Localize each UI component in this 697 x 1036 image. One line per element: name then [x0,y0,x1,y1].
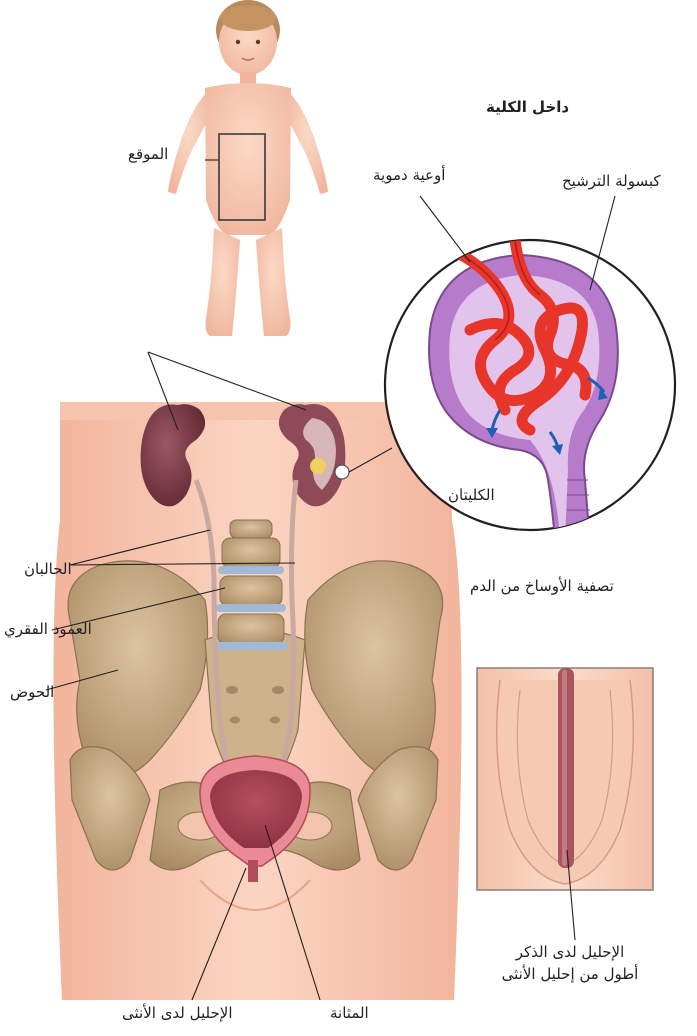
label-blood-vessels: أوعية دموية [373,166,445,184]
child-figure [168,0,328,336]
label-inside-kidney: داخل الكلية [486,98,569,116]
label-filtering: تصفية الأوساخ من الدم [470,577,614,595]
spine [214,520,288,650]
label-filtration-capsule: كبسولة الترشيح [562,172,661,190]
label-pelvis: الحوض [10,683,54,701]
label-male-urethra: الإحليل لدى الذكر أطول من إحليل الأنثى [480,942,660,986]
label-location: الموقع [128,145,168,163]
label-kidneys: الكليتان [448,486,495,504]
label-spine: العمود الفقري [4,620,92,638]
label-male-urethra-line2: أطول من إحليل الأنثى [480,964,660,986]
label-male-urethra-line1: الإحليل لدى الذكر [480,942,660,964]
label-ureters: الحالبان [24,560,72,578]
label-bladder: المثانة [330,1004,369,1022]
male-urethra-inset [477,668,653,890]
label-female-urethra: الإحليل لدى الأنثى [122,1004,233,1022]
